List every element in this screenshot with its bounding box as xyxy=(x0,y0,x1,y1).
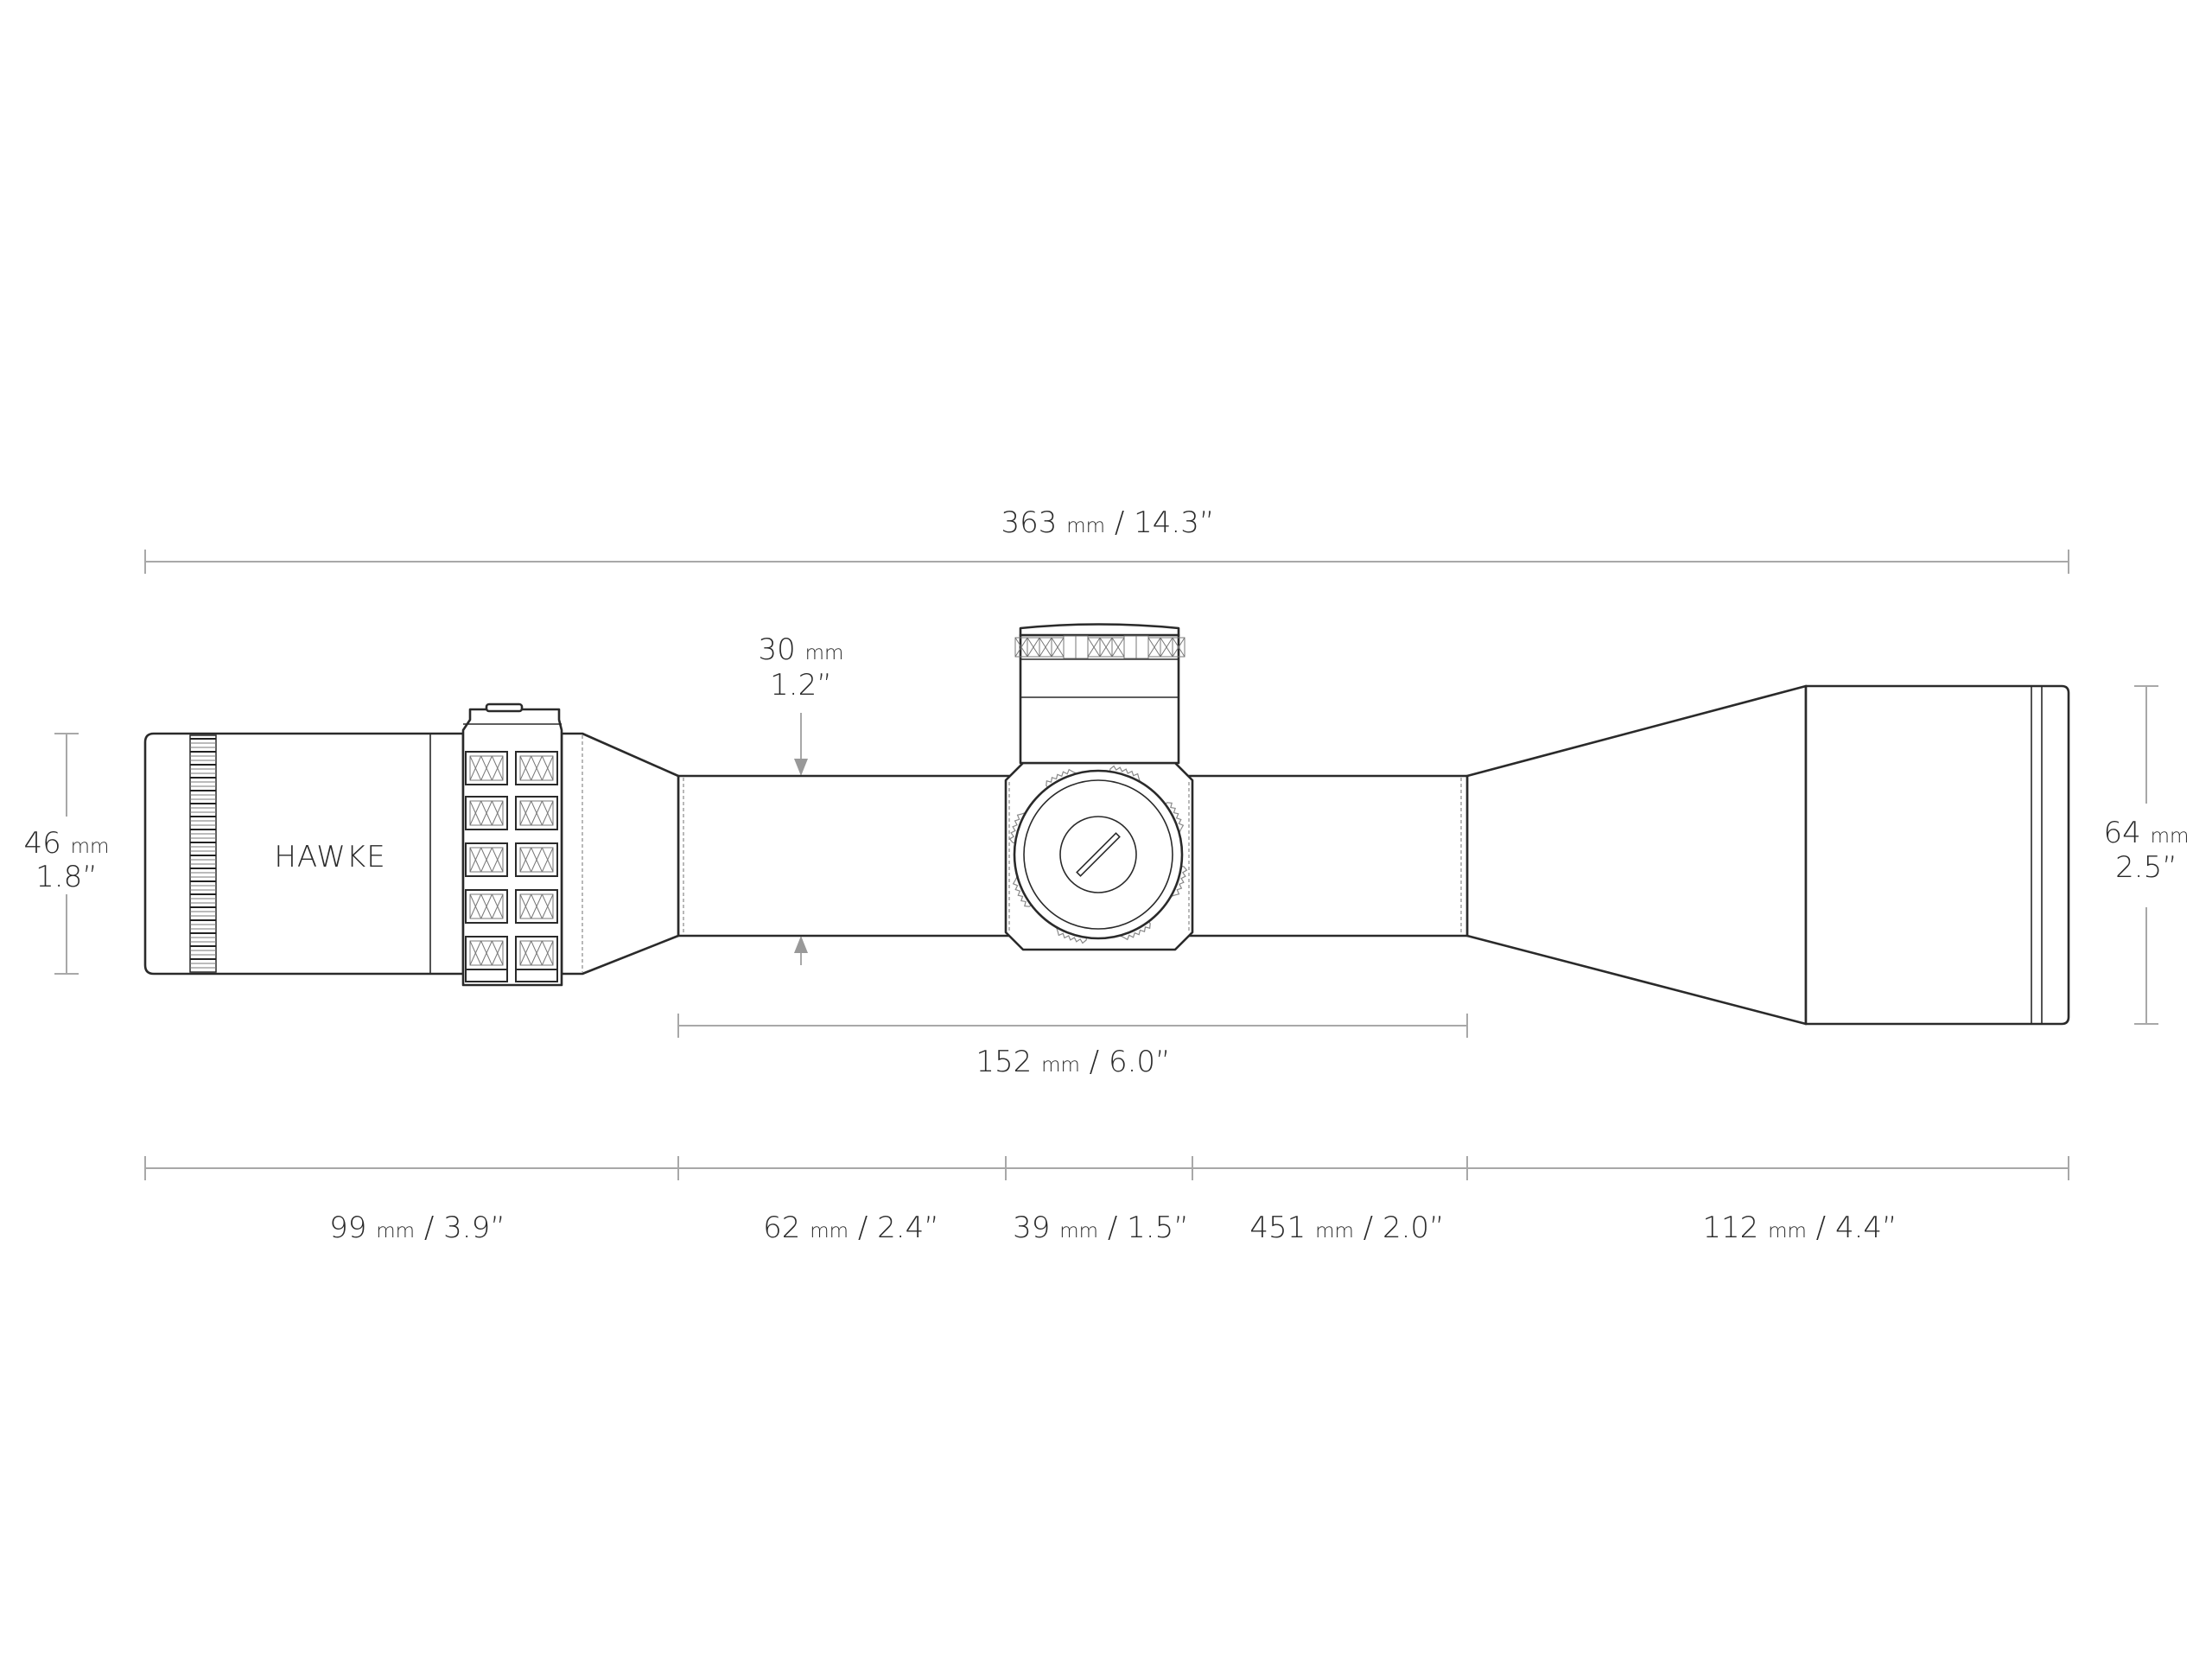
ring-grip-pad xyxy=(515,751,558,785)
eyepiece-diameter-dimension: 46 mm 1.8” xyxy=(24,733,110,975)
eyepiece-taper xyxy=(560,732,680,976)
ring-grip-pad xyxy=(465,842,508,877)
slot-screw-icon xyxy=(1076,832,1121,877)
segment-label: 39 mm / 1.5” xyxy=(1013,1211,1189,1245)
objective-diameter-dimension: 64 mm 2.5” xyxy=(2104,685,2190,1025)
ring-grip-pad xyxy=(515,796,558,830)
segment-label: 62 mm / 2.4” xyxy=(763,1211,939,1245)
objective-bell xyxy=(1804,684,2070,1026)
main-tube-rear xyxy=(1182,774,1469,938)
mounting-length-dimension: 152 mm / 6.0” xyxy=(677,1014,1468,1079)
objective-taper xyxy=(1465,684,1808,1026)
tube-diameter-label: 30 mm xyxy=(759,632,844,667)
tube-diameter-dimension: 30 mm 1.2” xyxy=(759,632,844,965)
side-focus-dial[interactable] xyxy=(1008,765,1188,944)
ring-grip-pad xyxy=(515,889,558,924)
ring-grip-pad xyxy=(465,751,508,785)
tube-diameter-imperial: 1.2” xyxy=(770,668,832,702)
scope-drawing: HAWKE xyxy=(143,623,2070,1026)
objective-diameter-label: 64 mm xyxy=(2104,816,2190,850)
elevation-turret-cap xyxy=(1019,623,1180,637)
overall-length-label: 363 mm / 14.3” xyxy=(1001,505,1215,540)
arrow-up-icon xyxy=(794,936,808,953)
ring-grip-pad xyxy=(465,889,508,924)
ring-grip-pad xyxy=(515,936,558,970)
main-tube-front xyxy=(677,774,1017,938)
svg-text:HAWKE: HAWKE xyxy=(274,840,385,874)
segment-dimensions: 99 mm / 3.9” 62 mm / 2.4” 39 mm / 1.5” 4… xyxy=(144,1156,2069,1245)
ring-grip-pad xyxy=(515,842,558,877)
hawke-logo: HAWKE xyxy=(274,840,385,874)
mounting-length-label: 152 mm / 6.0” xyxy=(976,1045,1170,1079)
segment-label: 451 mm / 2.0” xyxy=(1249,1211,1444,1245)
throw-lever-button xyxy=(485,702,524,713)
ring-grip-pad xyxy=(465,796,508,830)
ring-grip-pad xyxy=(465,936,508,970)
segment-label: 112 mm / 4.4” xyxy=(1702,1211,1897,1245)
overall-length-dimension: 363 mm / 14.3” xyxy=(144,505,2069,574)
arrow-down-icon xyxy=(794,759,808,776)
eyepiece xyxy=(143,732,465,976)
eyepiece-diameter-label: 46 mm xyxy=(24,826,110,861)
segment-label: 99 mm / 3.9” xyxy=(329,1211,505,1245)
objective-diameter-imperial: 2.5” xyxy=(2115,850,2177,885)
eyepiece-focus-knurl xyxy=(189,734,217,973)
eyepiece-diameter-imperial: 1.8” xyxy=(35,860,98,894)
